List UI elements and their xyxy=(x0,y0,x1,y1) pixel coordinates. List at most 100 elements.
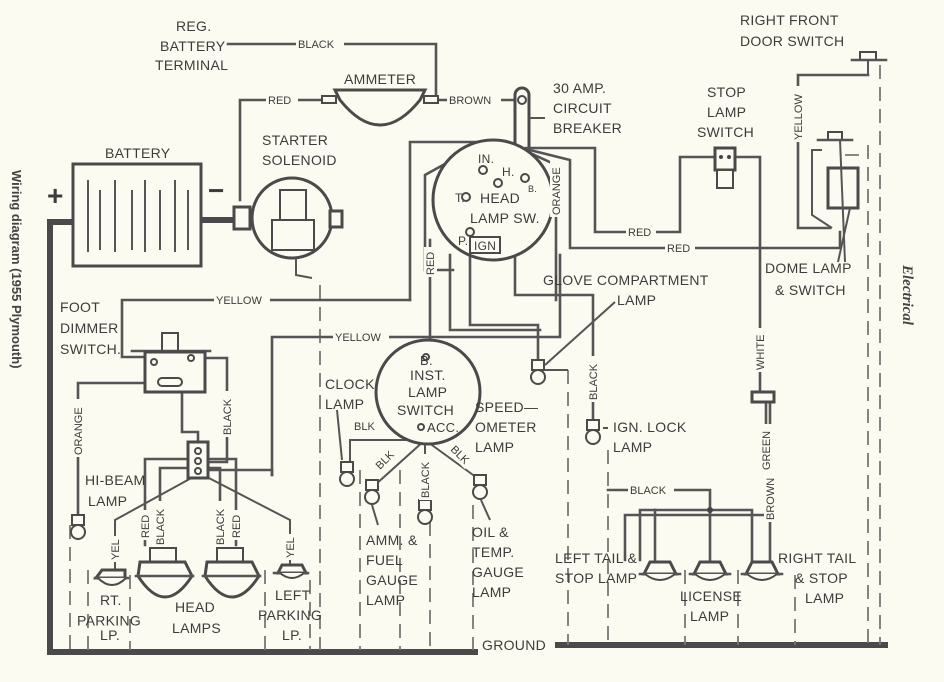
left-tail-line-1: LEFT TAIL & xyxy=(555,550,638,566)
ground-bus xyxy=(47,219,888,655)
wire-label-hibeam-orange: ORANGE xyxy=(73,407,85,455)
light-junction-block xyxy=(186,440,210,480)
clock-lamp-line-2: LAMP xyxy=(325,396,364,412)
wire-label-inst-black: BLACK xyxy=(420,461,432,498)
clock-lamp-line-1: CLOCK xyxy=(325,376,375,392)
hls-terminal-p: P. xyxy=(458,234,468,248)
battery-plus-sign: + xyxy=(47,180,64,211)
wire-label-stop-red: RED xyxy=(628,227,651,239)
wire-label-dimmer-yellow: YELLOW xyxy=(216,295,262,307)
rt-parking-line-1: RT. xyxy=(100,592,122,608)
wire-label-ammeter-brown: BROWN xyxy=(449,95,491,107)
hi-beam-line-1: HI-BEAM xyxy=(85,472,145,488)
battery-label: BATTERY xyxy=(105,145,171,161)
license-line-2: LAMP xyxy=(690,608,729,624)
wire-label-hl1-red: RED xyxy=(140,515,152,538)
hi-beam-lamp xyxy=(70,514,86,540)
wire-label-rt-park-yel: YEL xyxy=(110,539,122,560)
ammeter xyxy=(321,88,439,127)
ign-lock-lamp xyxy=(585,419,608,445)
amm-fuel-line-3: GAUGE xyxy=(366,572,418,588)
ign-lock-lamp-line-2: LAMP xyxy=(613,439,652,455)
left-parking-lamp xyxy=(272,563,310,579)
wire-label-hl2-black: BLACK xyxy=(215,508,227,545)
foot-dimmer-line-1: FOOT xyxy=(60,299,100,315)
wire-labels: BLACK RED BROWN RED RED YELLOW YELLOW BL… xyxy=(214,36,695,497)
dome-lamp-line-1: DOME LAMP xyxy=(765,260,852,276)
head-lamp-switch-line-2: LAMP SW. xyxy=(470,210,540,226)
speedometer-lamp xyxy=(472,474,491,521)
ground-dashed-lines xyxy=(69,65,881,650)
hls-terminal-b: B. xyxy=(528,184,537,194)
glove-lamp-line-1: GLOVE COMPARTMENT xyxy=(543,272,709,288)
head-lamps xyxy=(134,547,262,599)
inst-switch-acc: ACC. xyxy=(427,420,459,435)
circuit-breaker-line-3: BREAKER xyxy=(553,120,622,136)
hls-terminal-h: H. xyxy=(502,165,515,179)
right-caption: Electrical xyxy=(899,264,915,326)
left-caption: Wiring diagram (1955 Plymouth) xyxy=(9,170,24,369)
dome-lamp-line-2: & SWITCH xyxy=(775,282,846,298)
oil-temp-line-3: GAUGE xyxy=(472,564,524,580)
wire-label-reg-black: BLACK xyxy=(298,39,335,51)
reg-battery-terminal-line-2: BATTERY xyxy=(160,38,226,54)
wire-label-tail-black: BLACK xyxy=(630,485,667,497)
wire-label-hl1-black: BLACK xyxy=(155,508,167,545)
right-front-door-switch xyxy=(850,51,888,75)
inst-switch-line-4: SWITCH xyxy=(397,402,454,418)
head-lamps-line-1: HEAD xyxy=(175,599,215,615)
battery xyxy=(71,162,203,268)
inst-lamp-switch xyxy=(374,338,482,446)
head-lamp-switch-line-1: HEAD xyxy=(480,190,520,206)
speedo-line-3: LAMP xyxy=(475,439,514,455)
starter-solenoid xyxy=(232,176,344,279)
speedo-line-2: OMETER xyxy=(475,419,537,435)
license-lamp xyxy=(688,560,732,581)
wire-label-inst-red: RED xyxy=(425,252,437,275)
hi-beam-line-2: LAMP xyxy=(88,493,127,509)
foot-dimmer-line-3: SWITCH. xyxy=(60,341,121,357)
wire-label-glove-black: BLACK xyxy=(588,363,600,400)
wire-label-inst-yellow: YELLOW xyxy=(335,332,381,344)
license-line-1: LICENSE xyxy=(680,588,742,604)
head-lamp-switch xyxy=(431,138,555,262)
rt-parking-line-3: LP. xyxy=(100,627,120,643)
amm-fuel-gauge-lamp xyxy=(364,479,380,526)
ign-lock-lamp-line-1: IGN. LOCK xyxy=(613,419,687,435)
glove-lamp-line-2: LAMP xyxy=(617,292,656,308)
wire-label-hl2-red: RED xyxy=(231,515,243,538)
head-lamps-line-2: LAMPS xyxy=(172,620,221,636)
hls-terminal-ign: IGN xyxy=(474,239,496,253)
reg-battery-terminal-line-3: TERMINAL xyxy=(155,57,228,73)
wire-label-tail-green: GREEN xyxy=(761,431,773,470)
foot-dimmer-switch xyxy=(130,332,212,394)
right-tail-line-1: RIGHT TAIL xyxy=(778,550,856,566)
right-tail-stop-lamp xyxy=(740,560,784,581)
reg-battery-terminal-line-1: REG. xyxy=(176,18,211,34)
inst-switch-line-3: LAMP xyxy=(408,384,447,400)
rt-parking-lamp xyxy=(93,568,130,586)
wire-label-hls-orange: ORANGE xyxy=(551,167,563,215)
wire-label-clock-blk: BLK xyxy=(354,421,375,433)
foot-dimmer-line-2: DIMMER xyxy=(60,320,119,336)
tail-connector xyxy=(750,390,776,404)
oil-temp-line-4: LAMP xyxy=(472,584,511,600)
right-tail-line-3: LAMP xyxy=(805,590,844,606)
amm-fuel-line-1: AMM. & xyxy=(366,532,418,548)
ammeter-label: AMMETER xyxy=(344,71,416,87)
left-tail-stop-lamp xyxy=(638,560,682,581)
wire-label-tail-brown: BROWN xyxy=(765,478,777,520)
wire-label-dome-white: WHITE xyxy=(755,335,767,370)
wire-label-dome-red: RED xyxy=(667,243,690,255)
amm-fuel-line-4: LAMP xyxy=(366,592,405,608)
left-parking-line-3: LP. xyxy=(282,627,302,643)
amm-fuel-line-2: FUEL xyxy=(366,552,403,568)
stop-lamp-switch xyxy=(713,146,737,189)
stop-lamp-switch-line-1: STOP xyxy=(707,84,746,100)
stop-lamp-switch-line-3: SWITCH xyxy=(697,124,754,140)
inst-black-lamp xyxy=(417,499,433,525)
door-switch-line-1: RIGHT FRONT xyxy=(740,12,839,28)
speedo-line-1: SPEED— xyxy=(475,399,538,415)
